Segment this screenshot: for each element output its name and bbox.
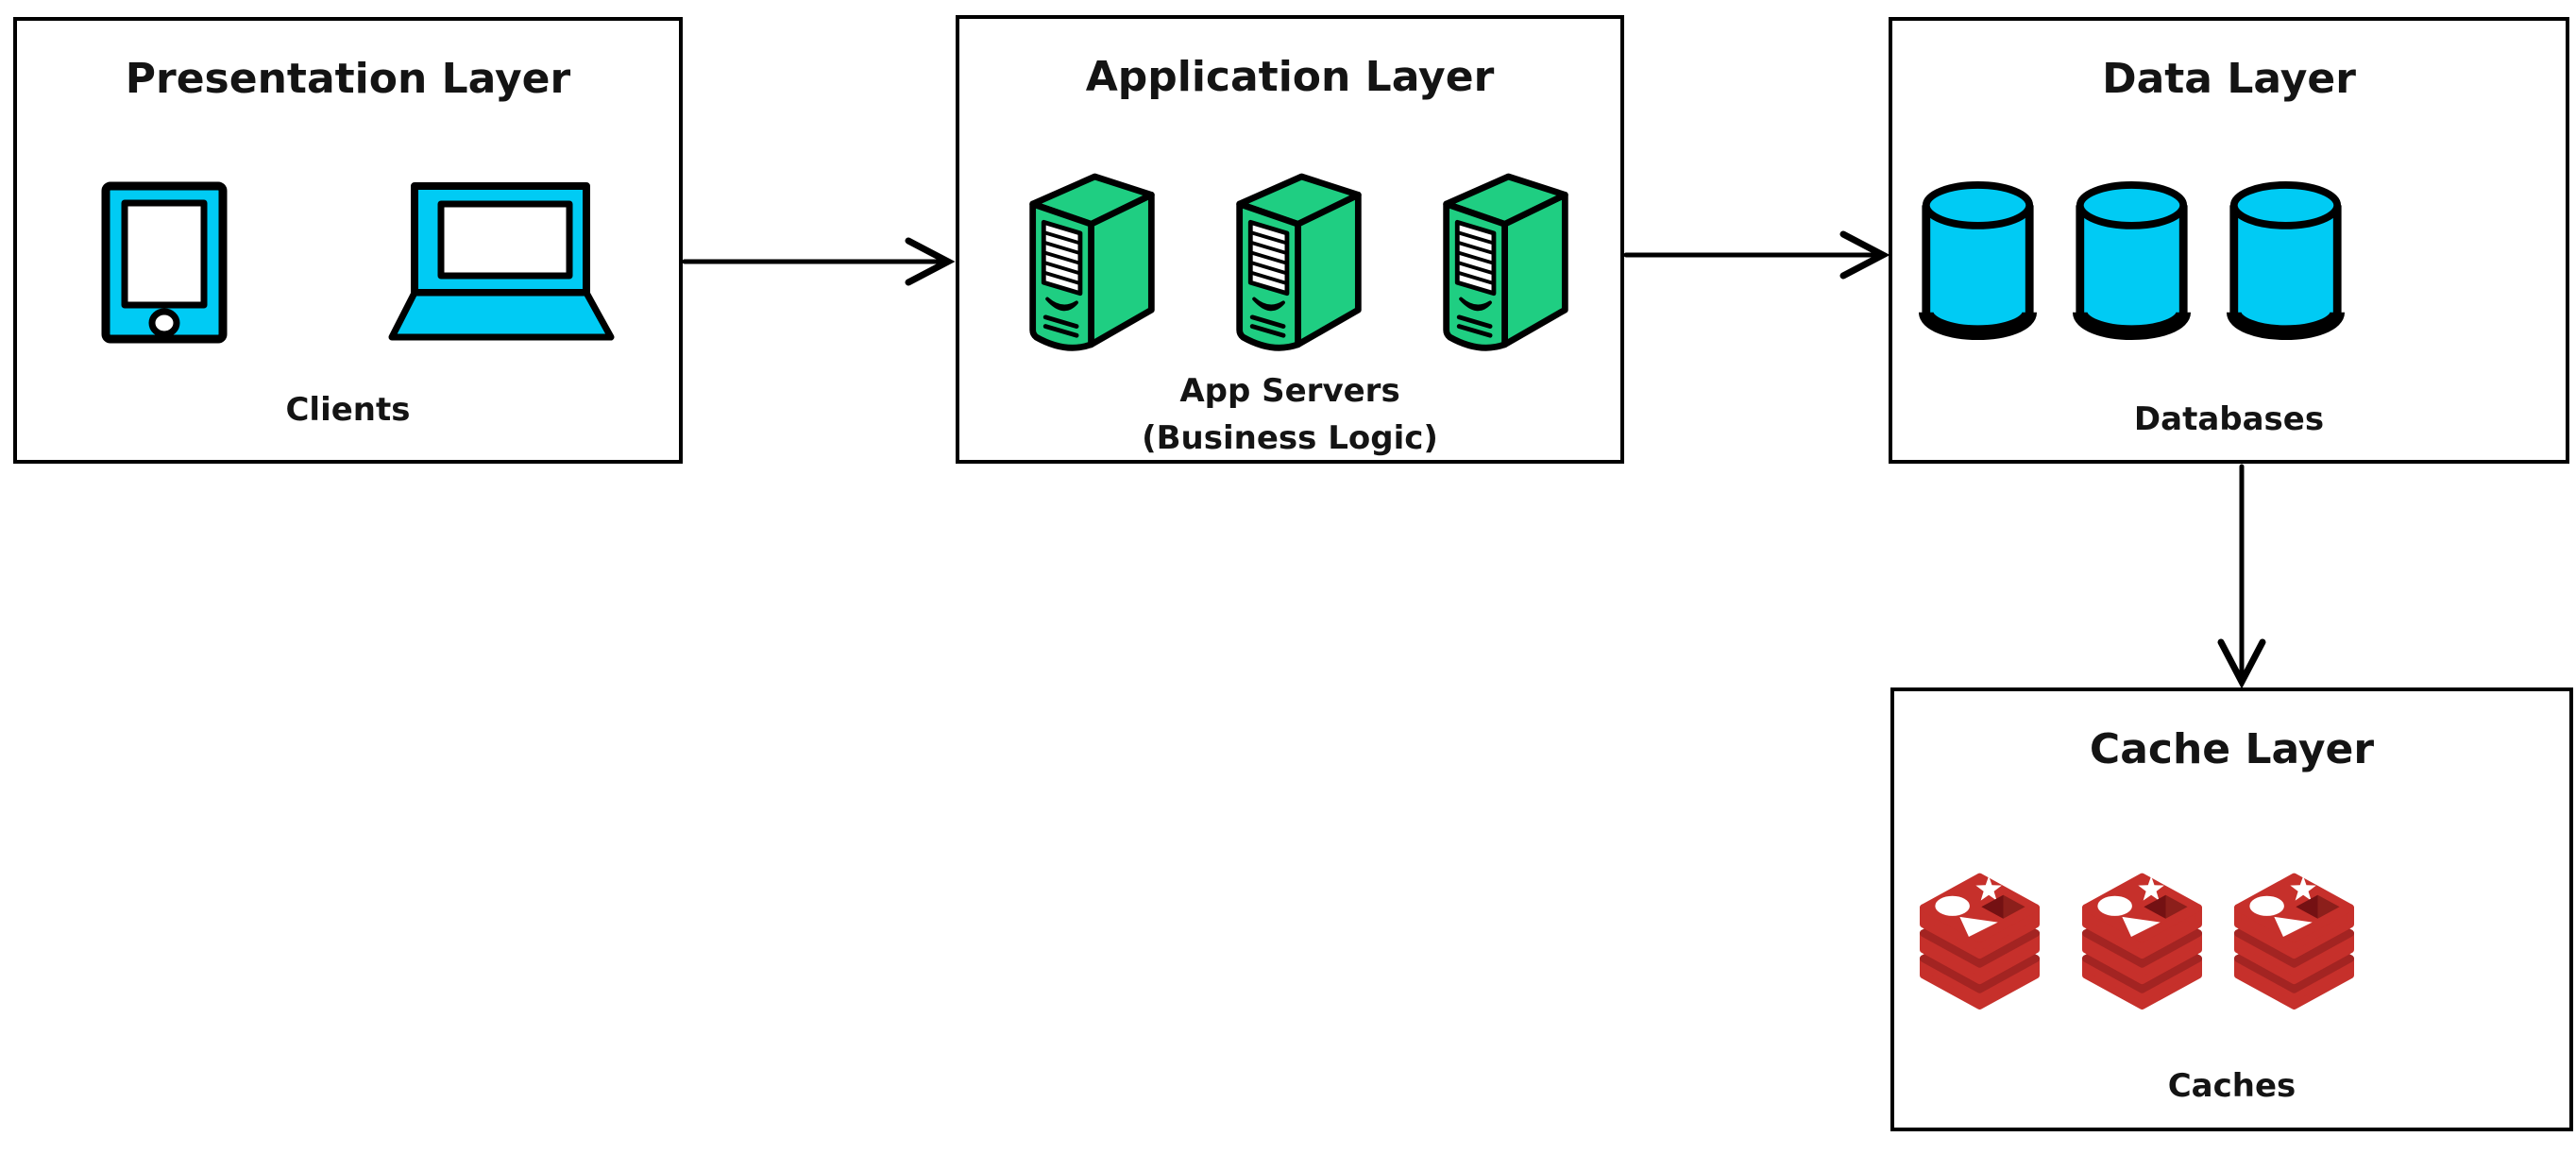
database-icon — [2072, 176, 2192, 348]
data-layer-box: Data Layer Databases — [1889, 17, 2569, 464]
redis-cache-icon — [1916, 866, 2043, 1010]
application-layer-box: Application Layer App Servers (Business … — [956, 15, 1624, 464]
laptop-icon — [388, 182, 615, 343]
cache-layer-box: Cache Layer Caches — [1890, 687, 2573, 1131]
presentation-layer-box: Presentation Layer Clients — [13, 17, 683, 464]
application-layer-caption-line1: App Servers — [1179, 372, 1400, 410]
arrow-presentation-to-application — [682, 237, 956, 286]
presentation-layer-title: Presentation Layer — [125, 55, 571, 103]
cache-layer-caption: Caches — [2167, 1067, 2296, 1105]
tablet-icon — [101, 181, 228, 344]
database-icon — [1918, 176, 2038, 348]
application-layer-title: Application Layer — [1085, 53, 1495, 101]
cache-layer-title: Cache Layer — [2089, 725, 2375, 773]
server-icon — [1437, 166, 1574, 351]
presentation-layer-caption: Clients — [285, 391, 411, 429]
redis-cache-icon — [2078, 866, 2206, 1010]
arrow-application-to-data — [1623, 230, 1890, 280]
arrow-data-to-cache — [2217, 464, 2266, 689]
application-layer-caption-line2: (Business Logic) — [1142, 419, 1438, 457]
data-layer-title: Data Layer — [2102, 55, 2356, 103]
redis-cache-icon — [2230, 866, 2358, 1010]
data-layer-caption: Databases — [2133, 400, 2325, 438]
database-icon — [2226, 176, 2346, 348]
server-icon — [1024, 166, 1161, 351]
server-icon — [1230, 166, 1367, 351]
